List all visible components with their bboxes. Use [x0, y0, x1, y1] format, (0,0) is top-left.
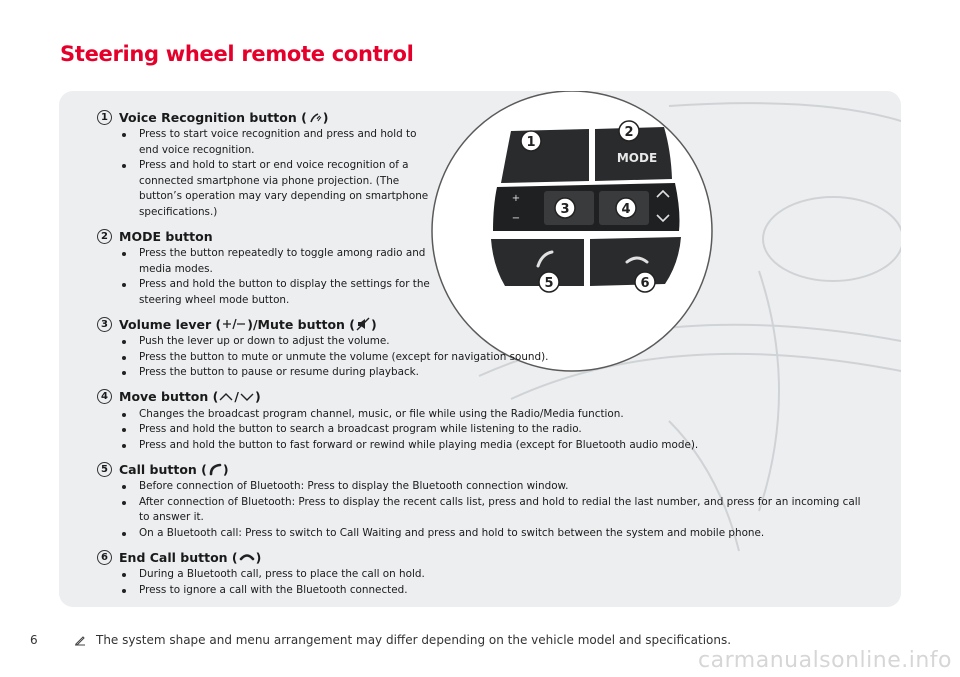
section-heading-end: ): [255, 549, 262, 565]
section-heading-end: ): [254, 389, 261, 404]
bullet: Push the lever up or down to adjust the …: [117, 334, 869, 350]
minus-label: −: [512, 213, 520, 224]
voice-recognition-icon: [310, 113, 322, 123]
section-mode: 2 MODE button Press the button repeatedl…: [97, 226, 897, 308]
bullet: Changes the broadcast program channel, m…: [117, 407, 869, 423]
section-heading: End Call button (: [119, 549, 238, 565]
section-heading: MODE button: [119, 228, 213, 244]
section-number: 3: [97, 316, 112, 332]
bullet: On a Bluetooth call: Press to switch to …: [117, 526, 869, 542]
section-number: 1: [97, 109, 112, 125]
section-heading-end: ): [371, 316, 377, 332]
bullet: Press to start voice recognition and pre…: [117, 127, 439, 158]
callout-3: 3: [560, 202, 569, 217]
page-number: 6: [30, 633, 38, 647]
page-footer: 6 The system shape and menu arrangement …: [30, 633, 731, 647]
callout-4: 4: [621, 202, 630, 217]
section-voice-recognition: 1 Voice Recognition button ( ) Press to …: [97, 107, 897, 220]
bullet: Press and hold the button to search a br…: [117, 422, 869, 438]
section-heading-mid: )/Mute button (: [247, 316, 356, 332]
section-volume: 3 Volume lever ( )/Mute button ( ) Push …: [97, 314, 897, 381]
callout-1: 1: [526, 135, 535, 150]
section-heading: Call button (: [119, 461, 207, 477]
chevron-down-icon: [240, 393, 254, 401]
bullet: Before connection of Bluetooth: Press to…: [117, 479, 869, 495]
section-call: 5 Call button ( ) Before connection of B…: [97, 459, 897, 541]
watermark: carmanualsonline.info: [698, 648, 952, 673]
mode-label: MODE: [617, 151, 657, 165]
section-number: 2: [97, 228, 112, 244]
bullet: Press and hold the button to fast forwar…: [117, 438, 869, 454]
call-icon: [209, 463, 222, 476]
note-pencil-icon: [75, 636, 85, 646]
bullet: Press and hold to start or end voice rec…: [117, 158, 439, 220]
steering-wheel-illustration: MODE + − 1 2 3 4 5 6: [431, 91, 901, 552]
page-title: Steering wheel remote control: [60, 42, 414, 66]
section-heading: Voice Recognition button (: [119, 109, 307, 125]
chevron-up-icon: [219, 392, 233, 400]
end-call-icon: [239, 554, 254, 561]
footer-note: The system shape and menu arrangement ma…: [96, 633, 732, 647]
section-heading: Move button (: [119, 389, 219, 404]
section-heading-end: ): [322, 109, 329, 125]
content-panel: MODE + − 1 2 3 4 5 6 1: [59, 91, 901, 607]
plus-minus-icon: [223, 318, 246, 330]
bullet: After connection of Bluetooth: Press to …: [117, 495, 869, 526]
section-number: 6: [97, 549, 112, 565]
bullet: Press to ignore a call with the Bluetoot…: [117, 583, 869, 599]
bullet: Press the button to mute or unmute the v…: [117, 350, 869, 366]
bullet: During a Bluetooth call, press to place …: [117, 567, 869, 583]
section-end-call: 6 End Call button ( ) During a Bluetooth…: [97, 547, 897, 598]
callout-6: 6: [640, 276, 649, 291]
section-move: 4 Move button ( / ) Changes the broadcas…: [97, 387, 897, 454]
callout-2: 2: [624, 125, 633, 140]
section-heading-mid: /: [234, 389, 239, 404]
mute-icon: [356, 317, 370, 331]
callout-5: 5: [544, 276, 553, 291]
bullet: Press the button to pause or resume duri…: [117, 365, 869, 381]
bullet: Press the button repeatedly to toggle am…: [117, 246, 439, 277]
button-descriptions: 1 Voice Recognition button ( ) Press to …: [97, 107, 897, 604]
section-number: 5: [97, 461, 112, 477]
plus-label: +: [512, 193, 520, 204]
section-heading: Volume lever (: [119, 316, 222, 332]
section-number: 4: [97, 389, 112, 404]
bullet: Press and hold the button to display the…: [117, 277, 439, 308]
section-heading-end: ): [222, 461, 229, 477]
